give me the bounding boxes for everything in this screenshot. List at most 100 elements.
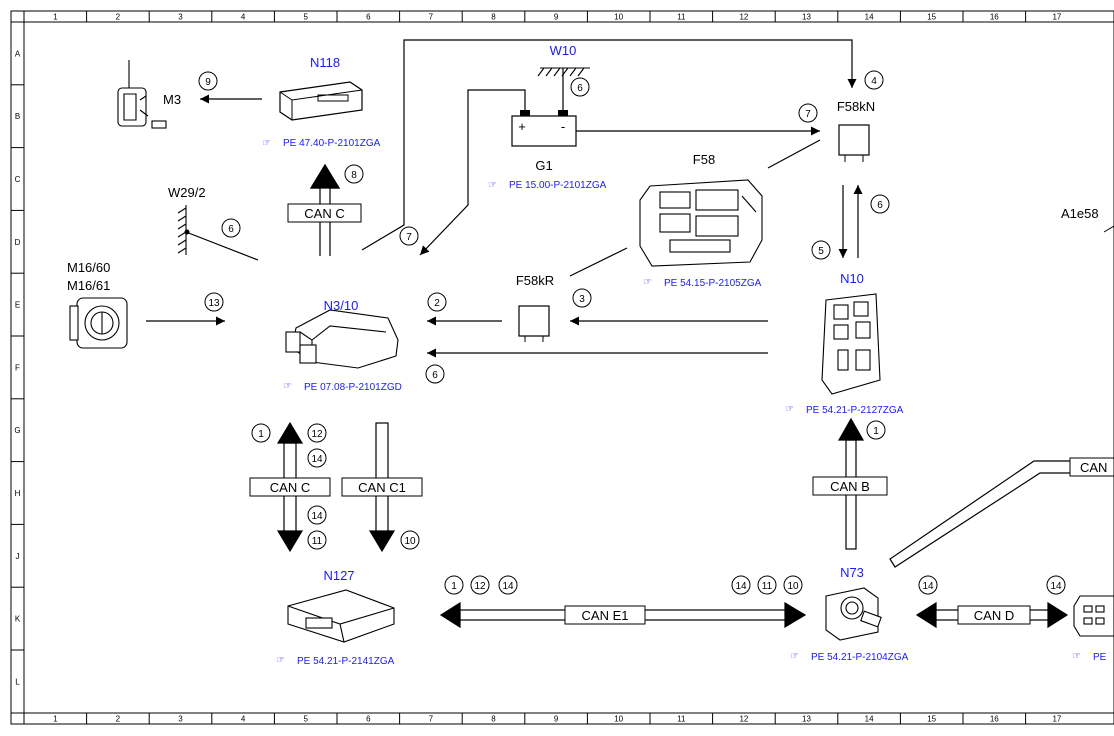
pointer-icon: ☞ xyxy=(643,277,652,288)
svg-text:4: 4 xyxy=(871,76,877,87)
x11-ref-link[interactable]: PE xyxy=(1093,652,1107,663)
svg-text:14: 14 xyxy=(311,511,323,522)
signal-marker: 1 xyxy=(251,423,271,443)
svg-text:6: 6 xyxy=(577,83,583,94)
f58-fuse-box xyxy=(639,179,763,267)
svg-text:8: 8 xyxy=(351,170,357,181)
grid-col-number: 14 xyxy=(865,13,874,22)
signal-marker: 6 xyxy=(221,218,241,238)
grid-col-number: 17 xyxy=(1052,13,1061,22)
svg-text:12: 12 xyxy=(474,581,486,592)
n118-module xyxy=(279,81,363,121)
svg-text:13: 13 xyxy=(208,298,220,309)
grid-col-number: 2 xyxy=(116,715,121,724)
signal-marker: 9 xyxy=(198,71,218,91)
grid-col-number: 11 xyxy=(677,715,686,724)
grid-col-number: 17 xyxy=(1052,715,1061,724)
n10-ref[interactable]: ☞ PE 54.21-P-2127ZGA xyxy=(785,404,904,416)
can-partial-label: CAN xyxy=(1080,460,1107,475)
grid-col-number: 12 xyxy=(739,13,748,22)
a1e58-label: A1e58 xyxy=(1061,206,1099,221)
n127-label: N127 xyxy=(323,568,354,583)
pointer-icon: ☞ xyxy=(283,381,292,392)
grid-col-number: 9 xyxy=(554,13,559,22)
svg-text:7: 7 xyxy=(406,232,412,243)
grid-col-number: 5 xyxy=(303,715,308,724)
n3-10-ref[interactable]: ☞ PE 07.08-P-2101ZGD xyxy=(283,381,402,393)
n118-label: N118 xyxy=(310,55,340,70)
g1-label: G1 xyxy=(535,158,552,173)
n127-ref-link[interactable]: PE 54.21-P-2141ZGA xyxy=(297,656,395,667)
grid-col-number: 14 xyxy=(865,715,874,724)
signal-marker: 14 xyxy=(307,448,327,468)
signal-marker: 11 xyxy=(757,575,777,595)
signal-marker: 7 xyxy=(798,103,818,123)
n118-ref-link[interactable]: PE 47.40-P-2101ZGA xyxy=(283,138,381,149)
f58-ref-link[interactable]: PE 54.15-P-2105ZGA xyxy=(664,278,762,289)
grid-col-number: 15 xyxy=(927,715,936,724)
n118-ref[interactable]: ☞ PE 47.40-P-2101ZGA xyxy=(262,138,381,149)
signal-marker: 12 xyxy=(307,423,327,443)
w29-2-ground-icon xyxy=(177,205,190,255)
signal-marker: 2 xyxy=(427,292,447,312)
svg-text:6: 6 xyxy=(877,200,883,211)
x11-ref[interactable]: ☞ PE xyxy=(1072,651,1107,663)
n10-label: N10 xyxy=(840,271,864,286)
signal-marker: 10 xyxy=(783,575,803,595)
grid-col-number: 4 xyxy=(241,13,246,22)
f58-ref[interactable]: ☞ PE 54.15-P-2105ZGA xyxy=(643,277,762,289)
grid-row-letter: F xyxy=(15,363,20,372)
m3-fuel-pump-icon xyxy=(117,60,167,129)
signal-marker: 14 xyxy=(307,505,327,525)
can-bus-labels: CAN C CAN C CAN C1 CAN B CAN E1 CAN D CA… xyxy=(249,203,1114,625)
grid-row-letter: L xyxy=(15,677,20,686)
grid-row-letter: K xyxy=(15,615,21,624)
svg-text:2: 2 xyxy=(434,298,440,309)
w10-ground-icon xyxy=(537,67,590,77)
grid-col-number: 6 xyxy=(366,13,371,22)
diagram-frame: 1122334455667788991010111112121313141415… xyxy=(10,10,1114,725)
g1-minus: - xyxy=(561,119,565,134)
g1-ref-link[interactable]: PE 15.00-P-2101ZGA xyxy=(509,180,607,191)
f58-label: F58 xyxy=(693,152,715,167)
n3-10-ref-link[interactable]: PE 07.08-P-2101ZGD xyxy=(304,382,402,393)
grid-col-number: 3 xyxy=(178,715,183,724)
n10-sam-module xyxy=(821,293,881,395)
svg-text:14: 14 xyxy=(922,581,934,592)
pointer-icon: ☞ xyxy=(276,655,285,666)
m16-60-label: M16/60 xyxy=(67,260,110,275)
m16-61-label: M16/61 xyxy=(67,278,110,293)
signal-marker: 6 xyxy=(425,364,445,384)
line-n310-to-f58kn xyxy=(361,39,857,251)
n73-ref-link[interactable]: PE 54.21-P-2104ZGA xyxy=(811,652,909,663)
n73-label: N73 xyxy=(840,565,864,580)
n73-ref[interactable]: ☞ PE 54.21-P-2104ZGA xyxy=(790,651,909,663)
n127-ref[interactable]: ☞ PE 54.21-P-2141ZGA xyxy=(276,655,395,667)
svg-text:9: 9 xyxy=(205,77,211,88)
m16-throttle-body xyxy=(69,297,128,349)
grid-col-number: 10 xyxy=(614,13,623,22)
pointer-icon: ☞ xyxy=(790,651,799,662)
n10-ref-link[interactable]: PE 54.21-P-2127ZGA xyxy=(806,405,904,416)
svg-text:1: 1 xyxy=(258,429,264,440)
grid-col-number: 1 xyxy=(53,13,58,22)
grid-col-number: 8 xyxy=(491,715,496,724)
line-f58-to-f58kr xyxy=(569,247,628,277)
can-c1-label: CAN C1 xyxy=(358,480,406,495)
svg-text:6: 6 xyxy=(432,370,438,381)
signal-marker: 13 xyxy=(204,292,224,312)
signal-marker: 12 xyxy=(470,575,490,595)
svg-text:3: 3 xyxy=(579,294,585,305)
svg-text:14: 14 xyxy=(502,581,514,592)
grid-col-number: 16 xyxy=(990,715,999,724)
g1-plus: + xyxy=(518,119,526,134)
can-c-mid-label: CAN C xyxy=(270,480,310,495)
signal-marker: 11 xyxy=(307,530,327,550)
grid-col-number: 8 xyxy=(491,13,496,22)
grid-col-number: 3 xyxy=(178,13,183,22)
g1-ref[interactable]: ☞ PE 15.00-P-2101ZGA xyxy=(488,180,607,191)
grid-col-number: 12 xyxy=(739,715,748,724)
grid-col-number: 9 xyxy=(554,715,559,724)
grid-row-letter: J xyxy=(16,552,20,561)
f58kr-label: F58kR xyxy=(516,273,554,288)
